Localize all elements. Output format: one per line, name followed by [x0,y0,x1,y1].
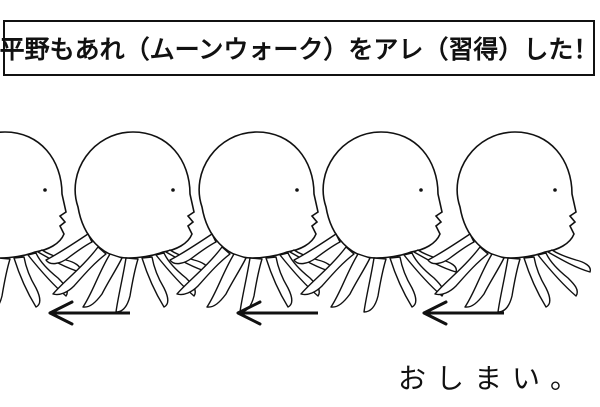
ending-text: おしまい。 [397,362,588,395]
left-arrow-3 [422,300,506,326]
octopus-figure-5 [427,131,592,313]
caption-text: 平野もあれ（ムーンウォーク）をアレ（習得）した！ [0,35,599,64]
octopus-figure-3 [169,131,334,313]
octopus-figure-4 [293,131,458,313]
caption-box: 平野もあれ（ムーンウォーク）をアレ（習得）した！ [0,20,599,76]
octopus-figure-2 [45,131,210,313]
